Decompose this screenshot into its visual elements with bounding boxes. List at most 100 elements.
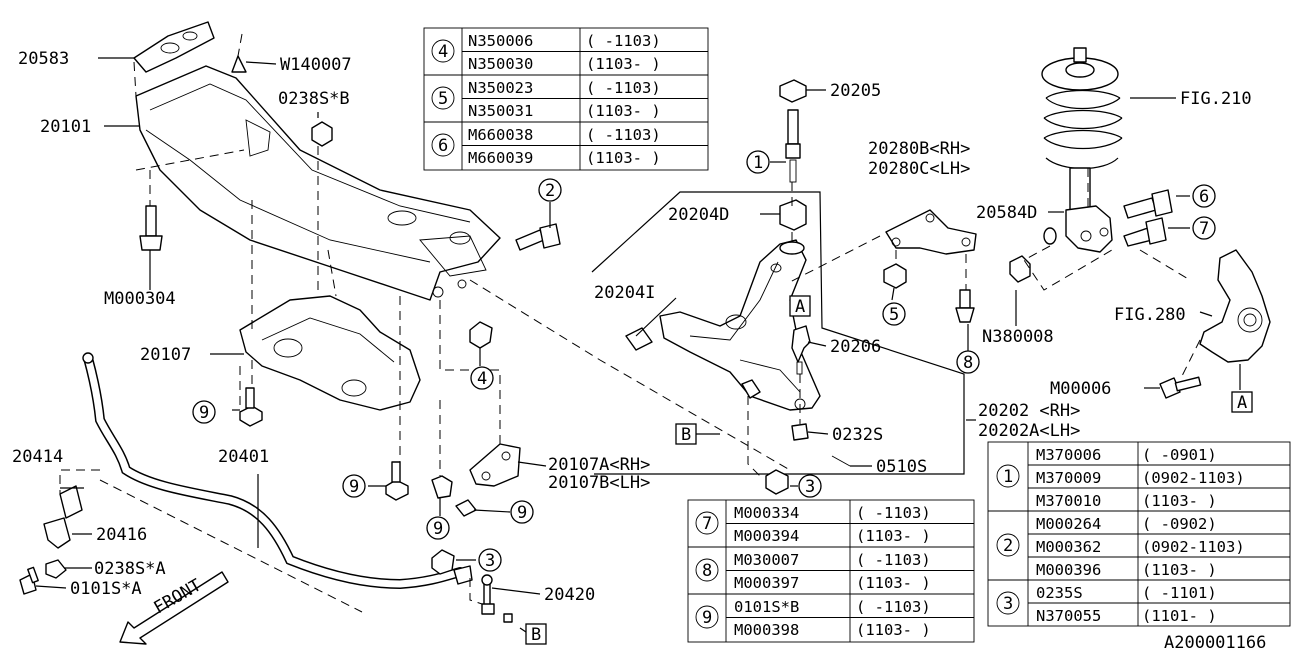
bushing-20204i-shape bbox=[625, 327, 653, 351]
table-right-part: M370009 bbox=[1036, 469, 1101, 487]
label-20107b: 20107B<LH> bbox=[548, 473, 650, 493]
table-bottom-part: 0101S*B bbox=[734, 598, 799, 616]
svg-text:2: 2 bbox=[1003, 536, 1013, 556]
bracket-20107a-shape bbox=[469, 443, 521, 487]
label-fig280: FIG.280 bbox=[1114, 305, 1186, 325]
svg-text:9: 9 bbox=[199, 403, 209, 423]
label-20206: 20206 bbox=[830, 337, 881, 357]
clamp-20416-shape bbox=[43, 517, 71, 549]
table-bottom-range: ( -1103) bbox=[856, 598, 931, 616]
table-right-part: M370010 bbox=[1036, 492, 1101, 510]
svg-text:9: 9 bbox=[433, 519, 443, 539]
label-0238s-b: 0238S*B bbox=[278, 89, 350, 109]
bushing-20414-shape bbox=[59, 485, 83, 519]
table-top-range: (1103- ) bbox=[586, 55, 661, 73]
table-bottom-range: ( -1103) bbox=[856, 504, 931, 522]
svg-text:B: B bbox=[531, 625, 541, 645]
front-arrow-icon bbox=[119, 571, 229, 645]
callout-6: 6 bbox=[1192, 184, 1216, 208]
callout-2: 2 bbox=[538, 178, 562, 202]
table-bottom: 7 M000334 ( -1103) M000394 (1103- ) 8 M0… bbox=[687, 499, 975, 643]
label-20107: 20107 bbox=[140, 345, 191, 365]
label-20107a: 20107A<RH> bbox=[548, 455, 650, 475]
svg-text:9: 9 bbox=[517, 503, 527, 523]
table-bottom-part: M000334 bbox=[734, 504, 799, 522]
control-arm-20202-shape bbox=[659, 239, 821, 411]
table-right: 1 M370006 ( -0901) M370009 (0902-1103) M… bbox=[987, 441, 1291, 627]
svg-text:8: 8 bbox=[702, 561, 712, 581]
label-0238s-a: 0238S*A bbox=[94, 559, 166, 579]
label-20280c: 20280C<LH> bbox=[868, 159, 970, 179]
svg-text:A: A bbox=[1237, 393, 1247, 413]
table-top-range: (1103- ) bbox=[586, 149, 661, 167]
table-right-range: (1103- ) bbox=[1142, 561, 1217, 579]
table-bottom-part: M000398 bbox=[734, 621, 799, 639]
label-0232s: 0232S bbox=[832, 425, 883, 445]
table-top-part: M660038 bbox=[468, 126, 533, 144]
label-20205: 20205 bbox=[830, 81, 881, 101]
svg-text:3: 3 bbox=[805, 477, 815, 497]
svg-text:5: 5 bbox=[889, 305, 899, 325]
svg-text:7: 7 bbox=[1199, 219, 1209, 239]
svg-text:3: 3 bbox=[1003, 594, 1013, 614]
svg-text:B: B bbox=[681, 425, 691, 445]
table-top-range: ( -1103) bbox=[586, 32, 661, 50]
table-bottom-range: (1103- ) bbox=[856, 621, 931, 639]
label-0101s-a: 0101S*A bbox=[70, 579, 142, 599]
table-right-part: N370055 bbox=[1036, 607, 1101, 625]
nut-4-shape bbox=[469, 321, 493, 349]
coil-spring-shape bbox=[1043, 97, 1123, 170]
callout-8: 8 bbox=[956, 350, 980, 374]
table-right-part: M370006 bbox=[1036, 446, 1101, 464]
bushing-20204d-shape bbox=[779, 199, 807, 231]
callout-5: 5 bbox=[882, 302, 906, 326]
table-top-range: ( -1103) bbox=[586, 126, 661, 144]
table-right-group-1: 1 M370006 ( -0901) M370009 (0902-1103) M… bbox=[996, 446, 1245, 510]
table-bottom-group-7: 7 M000334 ( -1103) M000394 (1103- ) bbox=[695, 504, 931, 545]
table-right-range: (0902-1103) bbox=[1142, 538, 1245, 556]
table-top-range: ( -1103) bbox=[586, 79, 661, 97]
table-top-group-6: 6 M660038 ( -1103) M660039 (1103- ) bbox=[431, 126, 661, 167]
label-20401: 20401 bbox=[218, 447, 269, 467]
table-right-range: (0902-1103) bbox=[1142, 469, 1245, 487]
table-top-group-4: 4 N350006 ( -1103) N350030 (1103- ) bbox=[431, 32, 661, 73]
bracket-20583-shape bbox=[133, 21, 215, 73]
table-top-part: M660039 bbox=[468, 149, 533, 167]
table-bottom-part: M000397 bbox=[734, 574, 799, 592]
label-n380008: N380008 bbox=[982, 327, 1054, 347]
label-m000304: M000304 bbox=[104, 289, 176, 309]
ref-a-knuckle: A bbox=[1231, 391, 1253, 413]
control-arm-drawing bbox=[591, 79, 965, 495]
callout-1: 1 bbox=[746, 150, 770, 174]
table-right-range: ( -1101) bbox=[1142, 584, 1217, 602]
stabilizer-drawing bbox=[19, 352, 513, 623]
diagram-code: A200001166 bbox=[1164, 633, 1266, 653]
table-top-group-5: 5 N350023 ( -1103) N350031 (1103- ) bbox=[431, 79, 661, 120]
label-20204d: 20204D bbox=[668, 205, 729, 225]
label-20420: 20420 bbox=[544, 585, 595, 605]
label-20584d: 20584D bbox=[976, 203, 1037, 223]
callout-3b: 3 bbox=[798, 474, 822, 498]
table-top-range: (1103- ) bbox=[586, 102, 661, 120]
callouts: 1 2 4 9 9 9 9 3 3 5 8 6 7 bbox=[192, 150, 1216, 572]
callout-9d: 9 bbox=[510, 500, 534, 524]
strut-bracket-shape bbox=[1065, 205, 1113, 253]
table-bottom-part: M000394 bbox=[734, 527, 799, 545]
clip-w140007-shape bbox=[231, 55, 247, 73]
svg-text:1: 1 bbox=[753, 153, 763, 173]
table-bottom-part: M030007 bbox=[734, 551, 799, 569]
nut-20205-shape bbox=[779, 79, 807, 103]
label-0510s: 0510S bbox=[876, 457, 927, 477]
nut-0238sb-shape bbox=[311, 121, 333, 147]
strut-shaft-shape bbox=[1069, 167, 1091, 211]
label-20416: 20416 bbox=[96, 525, 147, 545]
table-right-group-3: 3 0235S ( -1101) N370055 (1101- ) bbox=[996, 584, 1217, 625]
callout-9b: 9 bbox=[342, 474, 366, 498]
table-top-part: N350006 bbox=[468, 32, 533, 50]
svg-text:4: 4 bbox=[477, 369, 487, 389]
bolt-1-shape bbox=[787, 109, 799, 145]
label-20414: 20414 bbox=[12, 447, 63, 467]
label-20204i: 20204I bbox=[594, 283, 655, 303]
table-right-range: ( -0902) bbox=[1142, 515, 1217, 533]
part-labels: 20583 W140007 0238S*B 20101 M000304 2010… bbox=[12, 49, 1266, 653]
